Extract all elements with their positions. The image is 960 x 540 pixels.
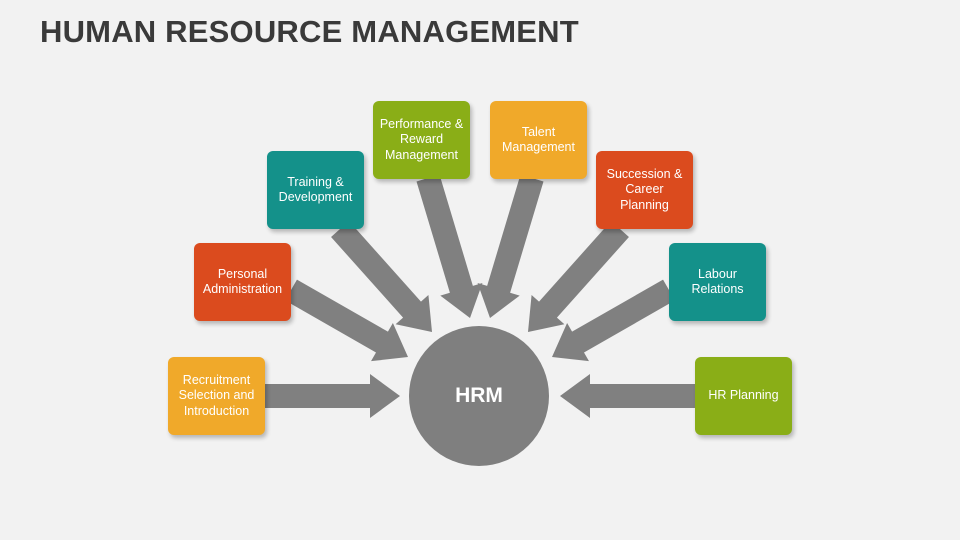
node-training-development: Training & Development (267, 151, 364, 229)
arrow-2 (331, 221, 432, 332)
node-recruitment: Recruitment Selection and Introduction (168, 357, 265, 435)
arrow-3 (416, 174, 483, 318)
hrm-hub-circle: HRM (409, 326, 549, 466)
arrow-7 (560, 374, 695, 418)
node-talent-management: Talent Management (490, 101, 587, 179)
arrow-0 (265, 374, 400, 418)
arrow-5 (528, 221, 629, 332)
node-personal-administration: Personal Administration (194, 243, 291, 321)
page-title: HUMAN RESOURCE MANAGEMENT (40, 14, 579, 49)
arrow-4 (477, 174, 544, 318)
arrow-6 (552, 279, 675, 362)
arrow-1 (285, 279, 408, 362)
node-performance-reward: Performance & Reward Management (373, 101, 470, 179)
node-labour-relations: Labour Relations (669, 243, 766, 321)
node-succession-career: Succession & Career Planning (596, 151, 693, 229)
node-hr-planning: HR Planning (695, 357, 792, 435)
